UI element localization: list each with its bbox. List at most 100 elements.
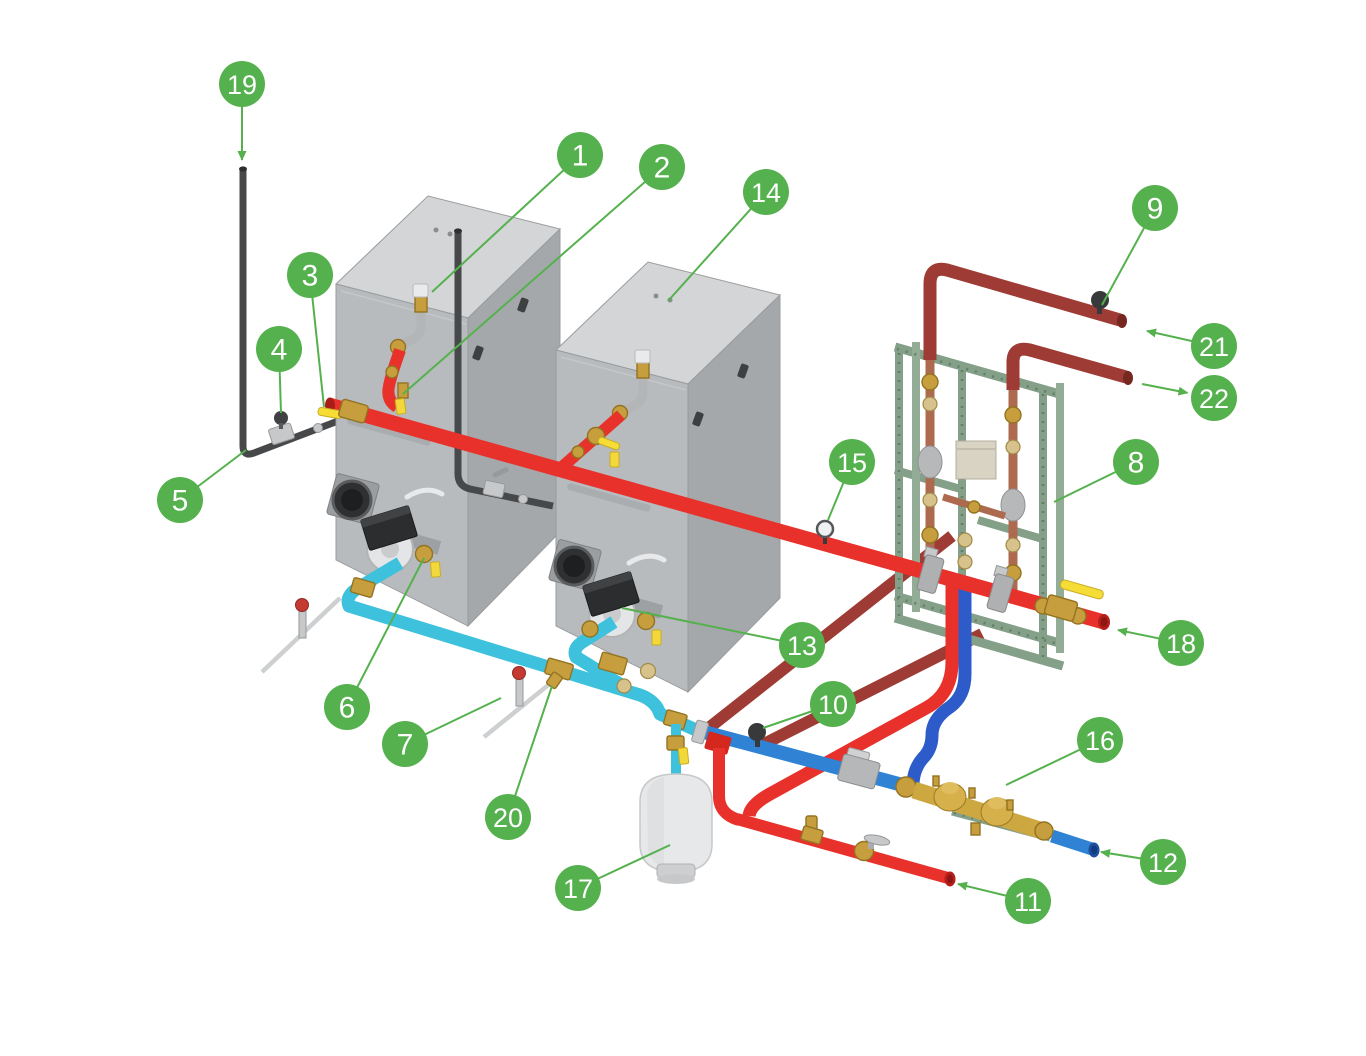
callout-leader-6 — [346, 557, 425, 708]
pump-isolation-valve-1 — [414, 544, 434, 564]
hot-water-main — [317, 397, 1110, 630]
callout-circle-12 — [1140, 839, 1186, 885]
air-vent-tee — [800, 815, 824, 845]
gas-union — [313, 423, 323, 433]
callout-leader-2 — [402, 166, 663, 395]
callout-circle-19 — [219, 61, 265, 107]
backflow-preventer-assembly — [895, 775, 1100, 858]
pipe-clamp-2 — [986, 564, 1015, 613]
cold-line-tee — [544, 657, 574, 690]
cold-feed-riser — [906, 588, 972, 784]
callout-circle-9 — [1132, 185, 1178, 231]
heater1-hot-outlet — [382, 283, 429, 415]
main-shutoff-valve-left — [317, 398, 369, 424]
door-handle — [626, 553, 667, 566]
callout-leader-20 — [507, 685, 553, 818]
temperature-sensor — [748, 723, 766, 741]
callout-number-22: 22 — [1199, 384, 1229, 414]
callout-number-17: 17 — [563, 874, 593, 904]
callout-circle-3 — [287, 252, 333, 298]
callout-circle-11 — [1005, 878, 1051, 924]
relief-valve-cap — [412, 283, 429, 298]
test-cock — [968, 787, 976, 799]
callout-number-6: 6 — [339, 692, 356, 725]
callout-number-15: 15 — [837, 448, 867, 478]
callout-circle-13 — [779, 622, 825, 668]
cold-water-piping — [260, 557, 713, 884]
door-groove — [347, 417, 431, 446]
vent-hole — [447, 231, 453, 237]
expansion-tank — [639, 773, 713, 884]
mixing-station-riser-2 — [1000, 390, 1026, 592]
circulator-pump-1 — [360, 505, 442, 578]
callout-leader-14 — [667, 191, 767, 302]
valve-tag — [430, 561, 442, 578]
callout-leader-22 — [1141, 383, 1189, 396]
vent-hole — [653, 293, 659, 299]
drain-valve-1 — [260, 596, 342, 674]
return-inlet-1-end — [1117, 314, 1127, 328]
door-groove — [567, 483, 651, 512]
aquastat-sensor — [1091, 291, 1109, 309]
gate-valve — [853, 834, 891, 862]
callout-number-9: 9 — [1147, 193, 1164, 226]
vent-hole — [433, 227, 439, 233]
callout-number-14: 14 — [751, 178, 781, 208]
valve-tag — [651, 629, 662, 646]
pipe-clamp-1 — [916, 545, 945, 594]
callout-number-4: 4 — [271, 334, 288, 367]
gas-supply-piping — [239, 166, 340, 458]
pipe-union — [691, 719, 709, 745]
valve-tag — [394, 398, 407, 415]
callout-circle-8 — [1113, 439, 1159, 485]
callout-circle-21 — [1191, 323, 1237, 369]
door-handle — [404, 487, 445, 500]
callout-number-10: 10 — [818, 690, 848, 720]
mixing-valve-rack — [893, 262, 1133, 671]
flue-connection-1 — [326, 473, 380, 525]
callout-circle-7 — [382, 721, 428, 767]
callout-number-5: 5 — [172, 485, 189, 518]
callout-number-20: 20 — [493, 803, 523, 833]
callout-number-3: 3 — [302, 260, 319, 293]
gas-drop-piping — [454, 228, 554, 510]
callout-circle-16 — [1077, 717, 1123, 763]
callout-circle-2 — [639, 144, 685, 190]
callout-circle-20 — [485, 794, 531, 840]
callout-circle-6 — [324, 684, 370, 730]
callout-circle-10 — [810, 681, 856, 727]
control-box — [955, 440, 997, 480]
callout-number-13: 13 — [787, 631, 817, 661]
callout-number-18: 18 — [1166, 629, 1196, 659]
callout-number-8: 8 — [1128, 447, 1145, 480]
panel-slot — [472, 345, 484, 361]
callout-circle-17 — [555, 865, 601, 911]
relief-port — [970, 822, 981, 836]
callout-number-1: 1 — [572, 140, 589, 173]
expansion-tank-drop — [662, 709, 690, 774]
callout-leader-13 — [621, 607, 803, 646]
test-cock — [1006, 799, 1014, 811]
callout-number-2: 2 — [654, 152, 671, 185]
callout-circle-22 — [1191, 375, 1237, 421]
relief-valve-2 — [636, 361, 650, 379]
panel-slot — [517, 297, 529, 313]
check-valve — [837, 747, 881, 790]
gas-shutoff-cock — [482, 467, 509, 499]
callout-circle-1 — [557, 132, 603, 178]
callout-number-19: 19 — [227, 70, 257, 100]
heater2-hot-outlet — [557, 349, 651, 473]
temperature-gauge — [815, 519, 835, 544]
cold-main-blue — [691, 719, 912, 794]
flue-connection-2 — [548, 539, 602, 591]
callout-circle-4 — [256, 326, 302, 372]
callout-circle-5 — [157, 477, 203, 523]
relief-valve-1 — [414, 295, 428, 313]
callout-circle-18 — [1158, 620, 1204, 666]
hot-supply-drop — [742, 582, 959, 818]
callout-leader-1 — [431, 154, 581, 293]
callout-circle-15 — [829, 439, 875, 485]
